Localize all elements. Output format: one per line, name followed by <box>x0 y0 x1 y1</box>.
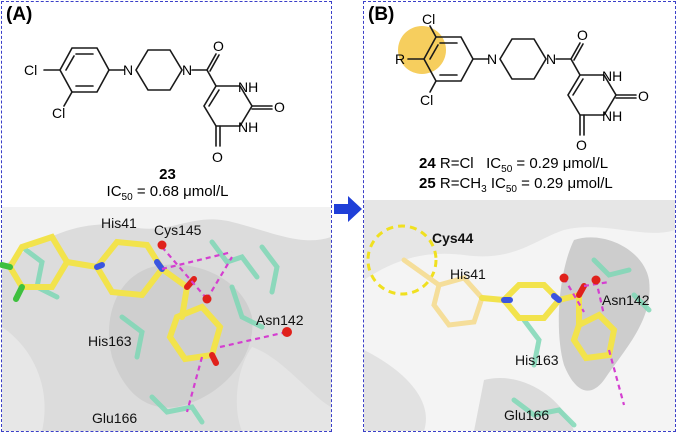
panel-b: (B) Cl R Cl N N O NH O NH O 24 R=Cl IC50… <box>363 1 676 432</box>
compound-row-24: 24 R=Cl IC50 = 0.29 μmol/L <box>419 155 609 175</box>
docking-view-a <box>0 207 331 431</box>
residue-label: Cys145 <box>154 222 202 238</box>
residue-label: His41 <box>450 266 486 282</box>
atom-n: N <box>487 51 497 67</box>
atom-o: O <box>577 27 588 43</box>
docking-view-b <box>364 200 675 431</box>
arrow-right-icon <box>334 196 362 222</box>
atom-o: O <box>576 137 587 153</box>
atom-n: N <box>546 51 556 67</box>
compound-number: 23 <box>159 166 176 183</box>
atom-o: O <box>213 38 224 54</box>
panel-a: (A) Cl Cl N N O NH O NH O 23 <box>0 1 332 432</box>
structure-24-25: Cl R Cl N N O NH O NH O <box>395 11 649 153</box>
residue-label: Glu166 <box>92 410 138 426</box>
atom-o: O <box>274 99 285 115</box>
residue-label: Cys44 <box>432 230 474 246</box>
panel-a-label: (A) <box>6 4 33 25</box>
atom-cl: Cl <box>420 92 433 108</box>
residue-label: Asn142 <box>256 312 304 328</box>
atom-cl: Cl <box>422 11 435 27</box>
panel-b-label: (B) <box>368 4 395 25</box>
atom-r: R <box>395 51 405 67</box>
residue-label: His163 <box>515 352 559 368</box>
atom-cl: Cl <box>52 105 65 121</box>
residue-label: His163 <box>88 333 132 349</box>
atom-nh: NH <box>238 119 258 135</box>
atom-nh: NH <box>602 68 622 84</box>
ic50-line: IC50 = 0.68 μmol/L <box>106 183 229 203</box>
atom-n: N <box>182 62 192 78</box>
atom-cl: Cl <box>24 62 37 78</box>
atom-nh: NH <box>238 79 258 95</box>
atom-n: N <box>123 62 133 78</box>
residue-label: Glu166 <box>504 407 550 423</box>
atom-o: O <box>212 149 223 165</box>
structure-23: Cl Cl N N O NH O NH O <box>24 38 285 165</box>
atom-nh: NH <box>602 108 622 124</box>
residue-label: Asn142 <box>602 292 650 308</box>
compound-row-25: 25 R=CH3 IC50 = 0.29 μmol/L <box>419 175 613 195</box>
atom-o: O <box>638 88 649 104</box>
residue-label: His41 <box>101 215 137 231</box>
